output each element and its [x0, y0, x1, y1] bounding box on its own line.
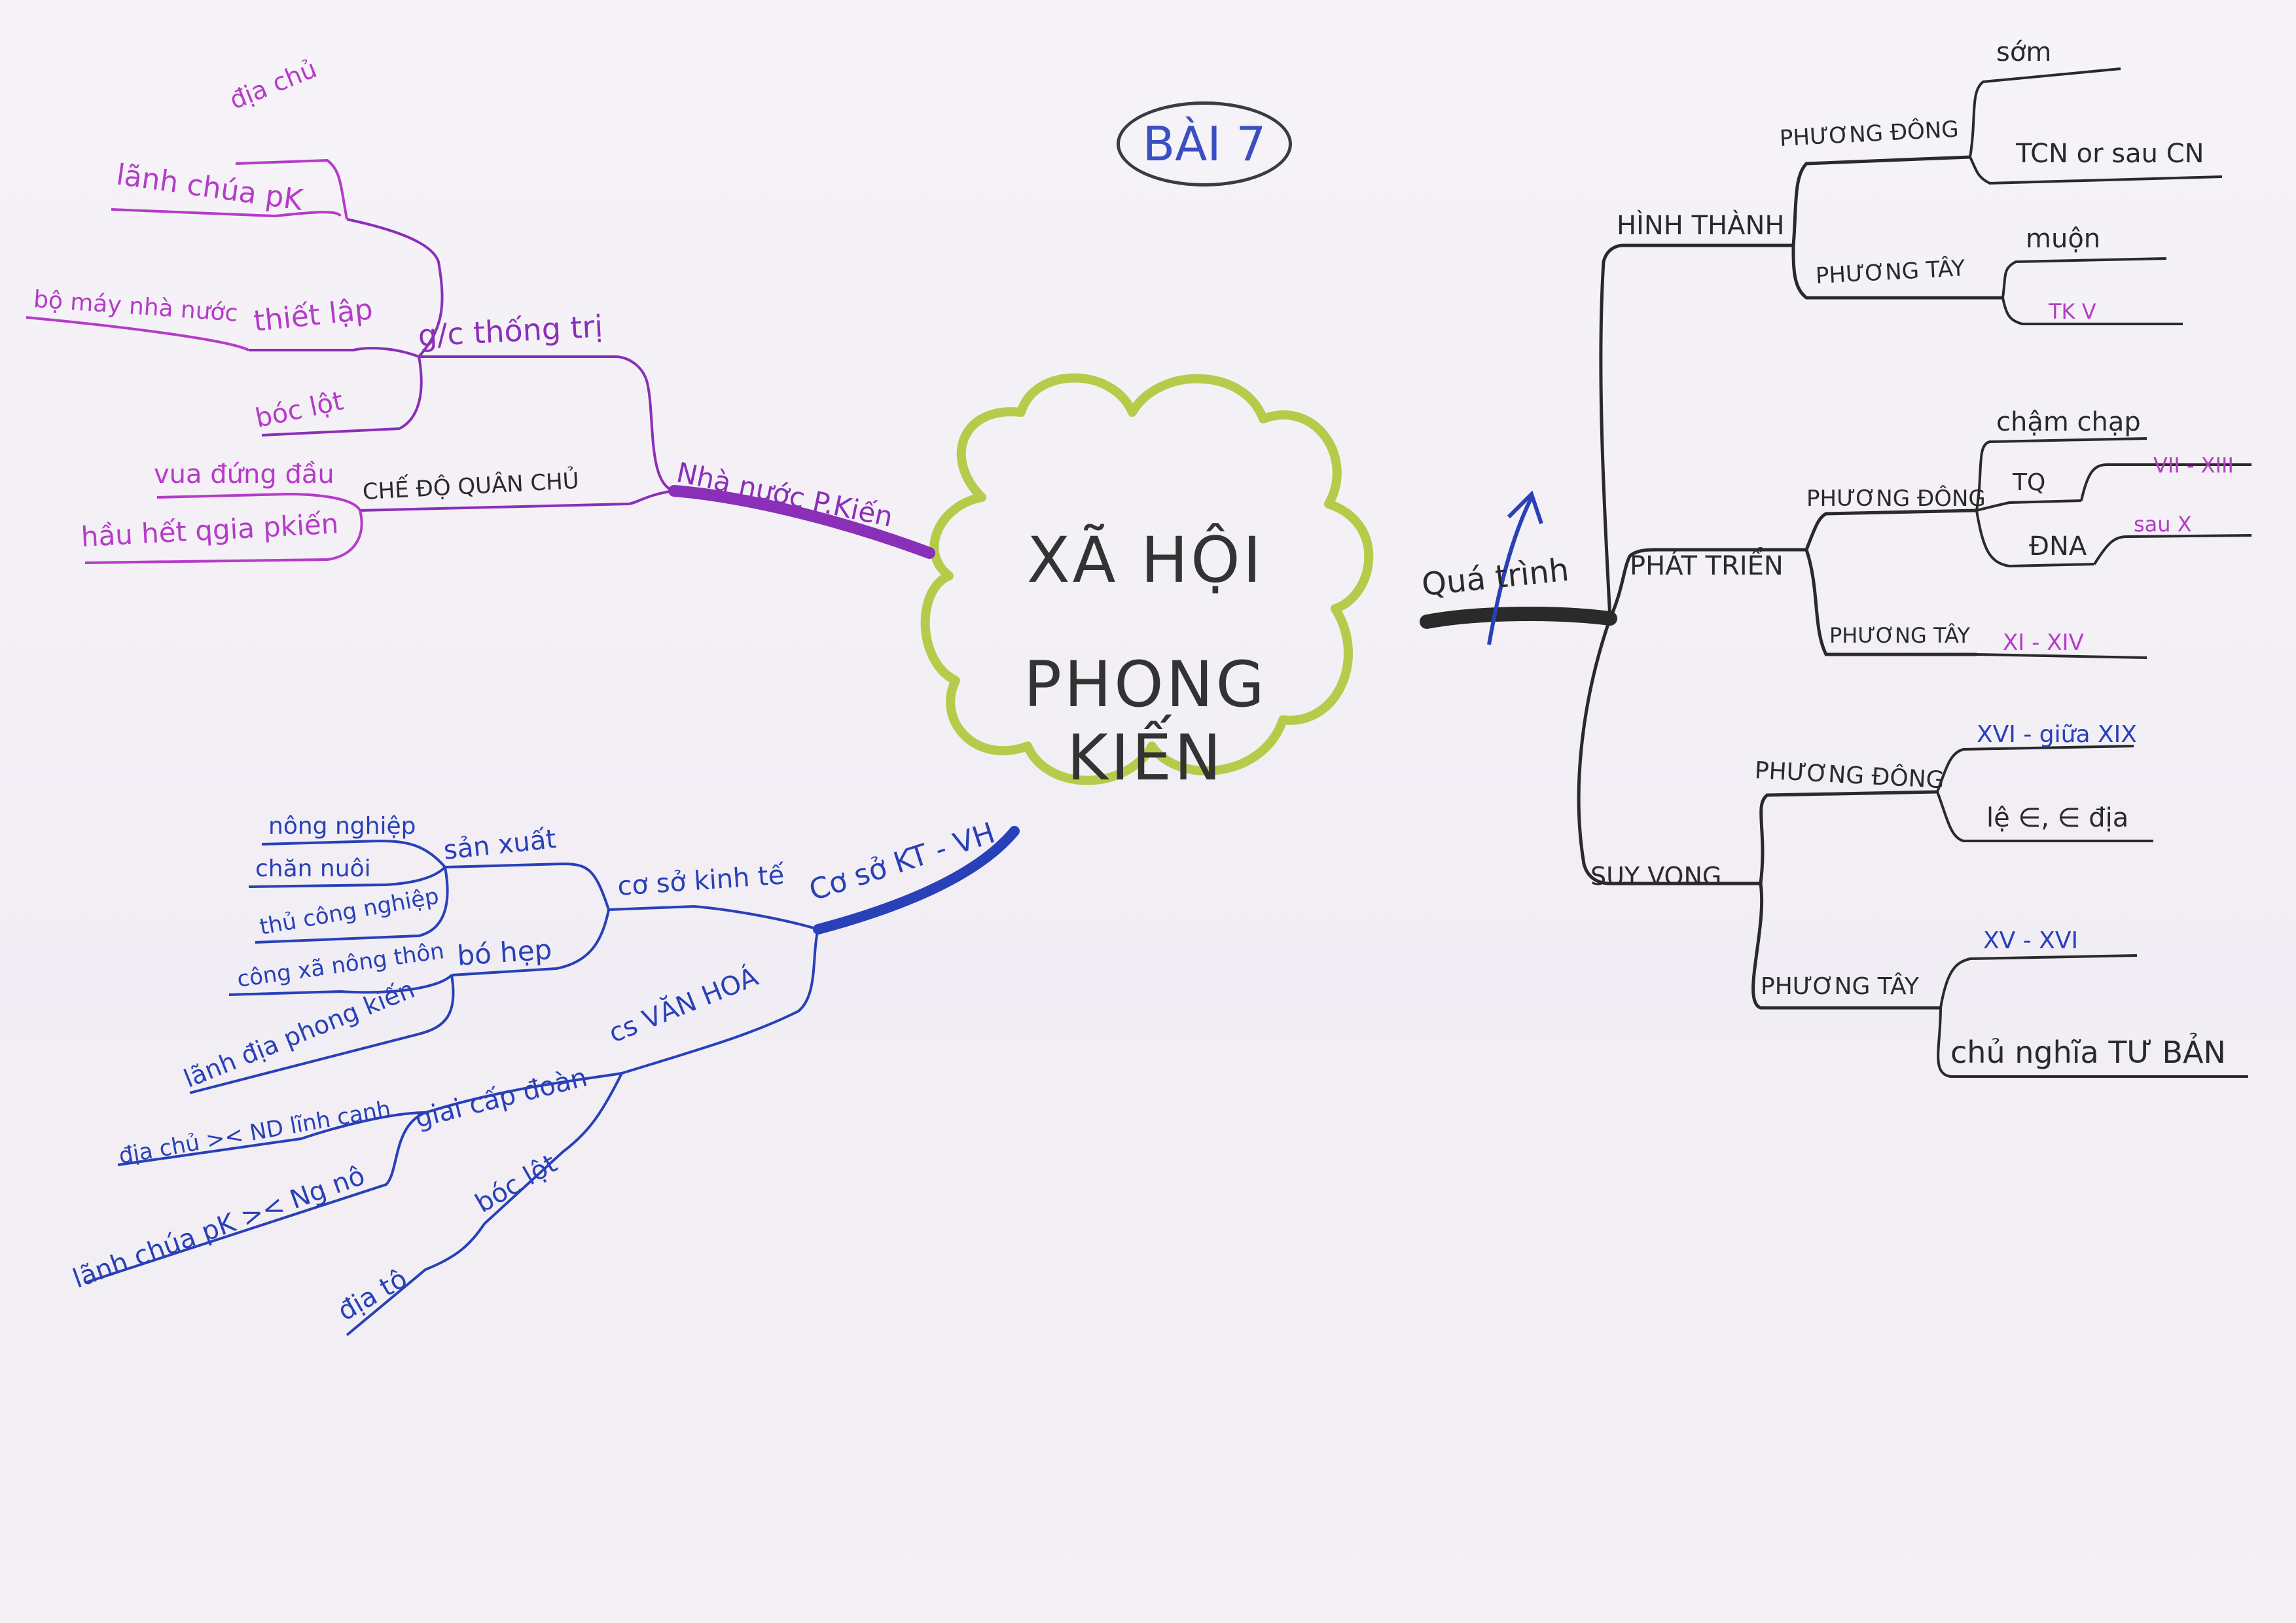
center-line-1: XÃ HỘI	[1026, 524, 1264, 597]
item-xi-xiv: XI - XIV	[2003, 630, 2084, 656]
item-le-dia: lệ ∈, ∈ địa	[1986, 803, 2129, 833]
node-hinh-thanh: HÌNH THÀNH	[1617, 211, 1785, 241]
lesson-title-text: BÀI 7	[1142, 116, 1266, 171]
item-tq: TQ	[2013, 469, 2046, 496]
node-pt-phuong-tay: PHƯƠNG TÂY	[1829, 623, 1970, 648]
item-vii-xiii: VII - XIII	[2153, 453, 2234, 478]
item-nong-nghiep: nông nghiệp	[268, 813, 416, 840]
item-dna: ĐNA	[2029, 531, 2087, 562]
center-line-2: PHONG KIẾN	[1024, 648, 1267, 794]
item-xv-xvi: XV - XVI	[1983, 927, 2079, 954]
trunk-left-top	[668, 485, 935, 559]
item-tcn: TCN or sau CN	[2016, 139, 2204, 169]
node-pt-phuong-dong: PHƯƠNG ĐÔNG	[1806, 486, 1986, 512]
item-muon: muộn	[2026, 224, 2101, 254]
item-som: sớm	[1996, 37, 2052, 67]
item-xvi-xix: XVI - giữa XIX	[1977, 721, 2137, 748]
item-tk-v: TK V	[2049, 299, 2096, 324]
node-sv-phuong-tay: PHƯƠNG TÂY	[1761, 973, 1919, 1000]
item-cham-chap: chậm chạp	[1996, 407, 2141, 437]
lesson-title: BÀI 7	[1117, 101, 1292, 187]
item-tu-ban: chủ nghĩa TƯ BẢN	[1950, 1035, 2226, 1070]
center-cloud	[920, 373, 1374, 785]
item-sau-x: sau X	[2134, 512, 2192, 537]
item-chan-nuoi: chăn nuôi	[255, 855, 371, 882]
node-gc-thong-tri: g/c thống trị	[417, 308, 604, 353]
trunk-left-bottom	[813, 826, 1020, 935]
node-suy-vong: SUY VONG	[1590, 862, 1722, 891]
item-vua-dung-dau: vua đứng đầu	[154, 459, 334, 490]
node-phat-trien: PHÁT TRIỂN	[1630, 551, 1784, 581]
arrow-up	[1487, 496, 1534, 645]
trunk-right	[1420, 607, 1617, 629]
node-bo-hep: bó hẹp	[456, 933, 553, 972]
